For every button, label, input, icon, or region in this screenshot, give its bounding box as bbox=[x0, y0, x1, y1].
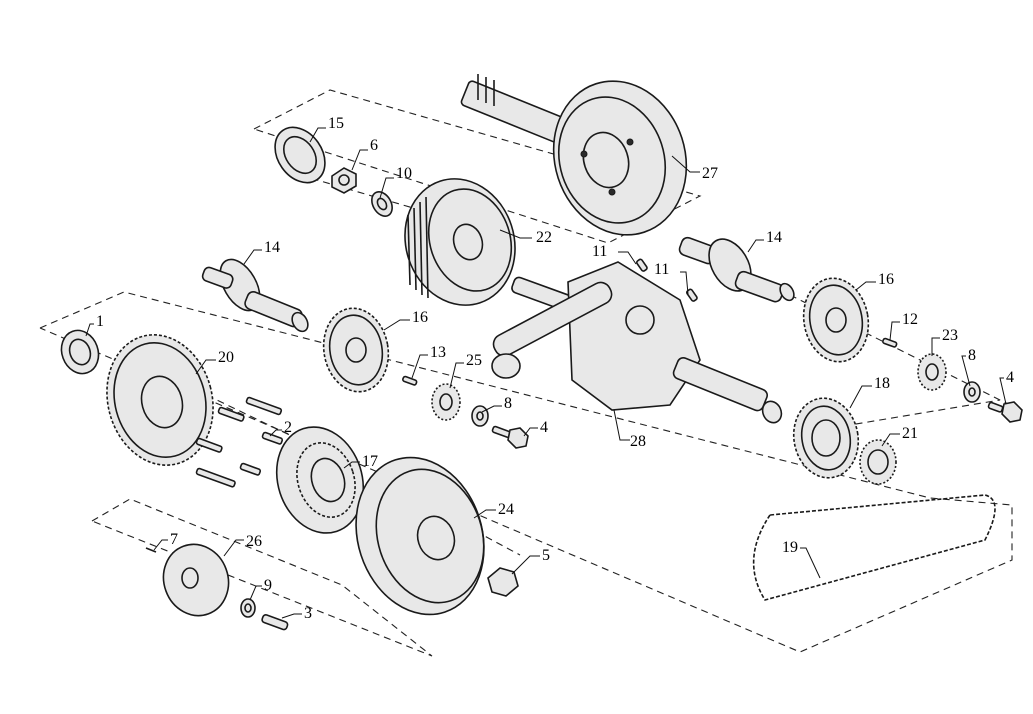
callout-11-lower: 11 bbox=[654, 261, 669, 278]
callout-22: 22 bbox=[536, 229, 552, 246]
callout-28: 28 bbox=[630, 433, 646, 450]
callout-25: 25 bbox=[466, 352, 482, 369]
callout-14-left: 14 bbox=[264, 239, 280, 256]
sprocket-part-23 bbox=[917, 353, 947, 391]
gear-part-18 bbox=[792, 397, 860, 479]
callout-20: 20 bbox=[218, 349, 234, 366]
callout-3: 3 bbox=[304, 605, 312, 622]
callout-18: 18 bbox=[874, 375, 890, 392]
callout-19: 19 bbox=[782, 539, 798, 556]
axis-line-1 bbox=[195, 389, 301, 441]
callout-11-upper: 11 bbox=[592, 243, 607, 260]
callout-labels: 15 6 10 27 22 14 14 11 11 16 16 1 20 13 … bbox=[96, 115, 1014, 622]
callout-13: 13 bbox=[430, 344, 446, 361]
callout-5: 5 bbox=[542, 547, 550, 564]
callout-27: 27 bbox=[702, 165, 718, 182]
callout-10: 10 bbox=[396, 165, 412, 182]
gear-part-16-right bbox=[802, 277, 870, 363]
nut-part-5 bbox=[487, 567, 519, 597]
bolts-part-2 bbox=[195, 396, 284, 488]
callout-12: 12 bbox=[902, 311, 918, 328]
callout-24: 24 bbox=[498, 501, 514, 518]
clutch-basket-part bbox=[404, 178, 516, 306]
callout-8-right: 8 bbox=[968, 347, 976, 364]
dowel-pin-11b bbox=[685, 288, 698, 302]
balancer-shaft-part-right bbox=[678, 236, 795, 303]
starter-gear-part-20 bbox=[106, 334, 214, 466]
gear-part-16-left bbox=[322, 307, 390, 393]
callout-16-left: 16 bbox=[412, 309, 428, 326]
callout-16-right: 16 bbox=[878, 271, 894, 288]
sprocket-part-25 bbox=[431, 383, 461, 421]
pin-part-13 bbox=[402, 375, 418, 386]
timing-chain-part-19 bbox=[752, 494, 996, 601]
callout-15: 15 bbox=[328, 115, 344, 132]
balancer-shaft-part-left bbox=[201, 258, 309, 333]
callout-2: 2 bbox=[284, 419, 292, 436]
callout-7: 7 bbox=[170, 531, 178, 548]
callout-4-right: 4 bbox=[1006, 369, 1014, 386]
washer-part-8-right bbox=[963, 381, 981, 403]
starter-clutch-part-26 bbox=[162, 543, 230, 617]
sprocket-part-21 bbox=[859, 439, 897, 485]
washer-part-8-middle bbox=[471, 405, 489, 427]
group-boundary-bottom bbox=[91, 498, 433, 657]
flywheel-rotor-part-24 bbox=[355, 456, 485, 616]
needle-bearing-part-1 bbox=[60, 329, 100, 375]
washer-part-9 bbox=[240, 598, 256, 618]
dowel-pin-11a bbox=[635, 258, 648, 272]
callout-1: 1 bbox=[96, 313, 104, 330]
bearing-part-15 bbox=[274, 126, 326, 184]
washer-part-10 bbox=[371, 191, 393, 217]
key-part-7 bbox=[145, 547, 157, 553]
crankshaft-part bbox=[491, 261, 783, 424]
callout-4-middle: 4 bbox=[540, 419, 548, 436]
clutch-housing-part bbox=[460, 74, 688, 236]
axis-line-3 bbox=[299, 174, 421, 211]
bolt-part-3 bbox=[261, 614, 289, 631]
pin-part-12 bbox=[882, 337, 898, 348]
bolt-part-4-right bbox=[987, 401, 1023, 423]
leader-lines bbox=[85, 127, 1007, 619]
callout-8-middle: 8 bbox=[504, 395, 512, 412]
callout-6: 6 bbox=[370, 137, 378, 154]
one-way-clutch-part-17 bbox=[275, 426, 365, 534]
bolt-part-4-middle bbox=[491, 425, 529, 449]
callout-14-right: 14 bbox=[766, 229, 782, 246]
callout-17: 17 bbox=[362, 453, 378, 470]
nut-part-6 bbox=[331, 167, 357, 194]
callout-21: 21 bbox=[902, 425, 918, 442]
callout-23: 23 bbox=[942, 327, 958, 344]
callout-9: 9 bbox=[264, 577, 272, 594]
callout-26: 26 bbox=[246, 533, 262, 550]
